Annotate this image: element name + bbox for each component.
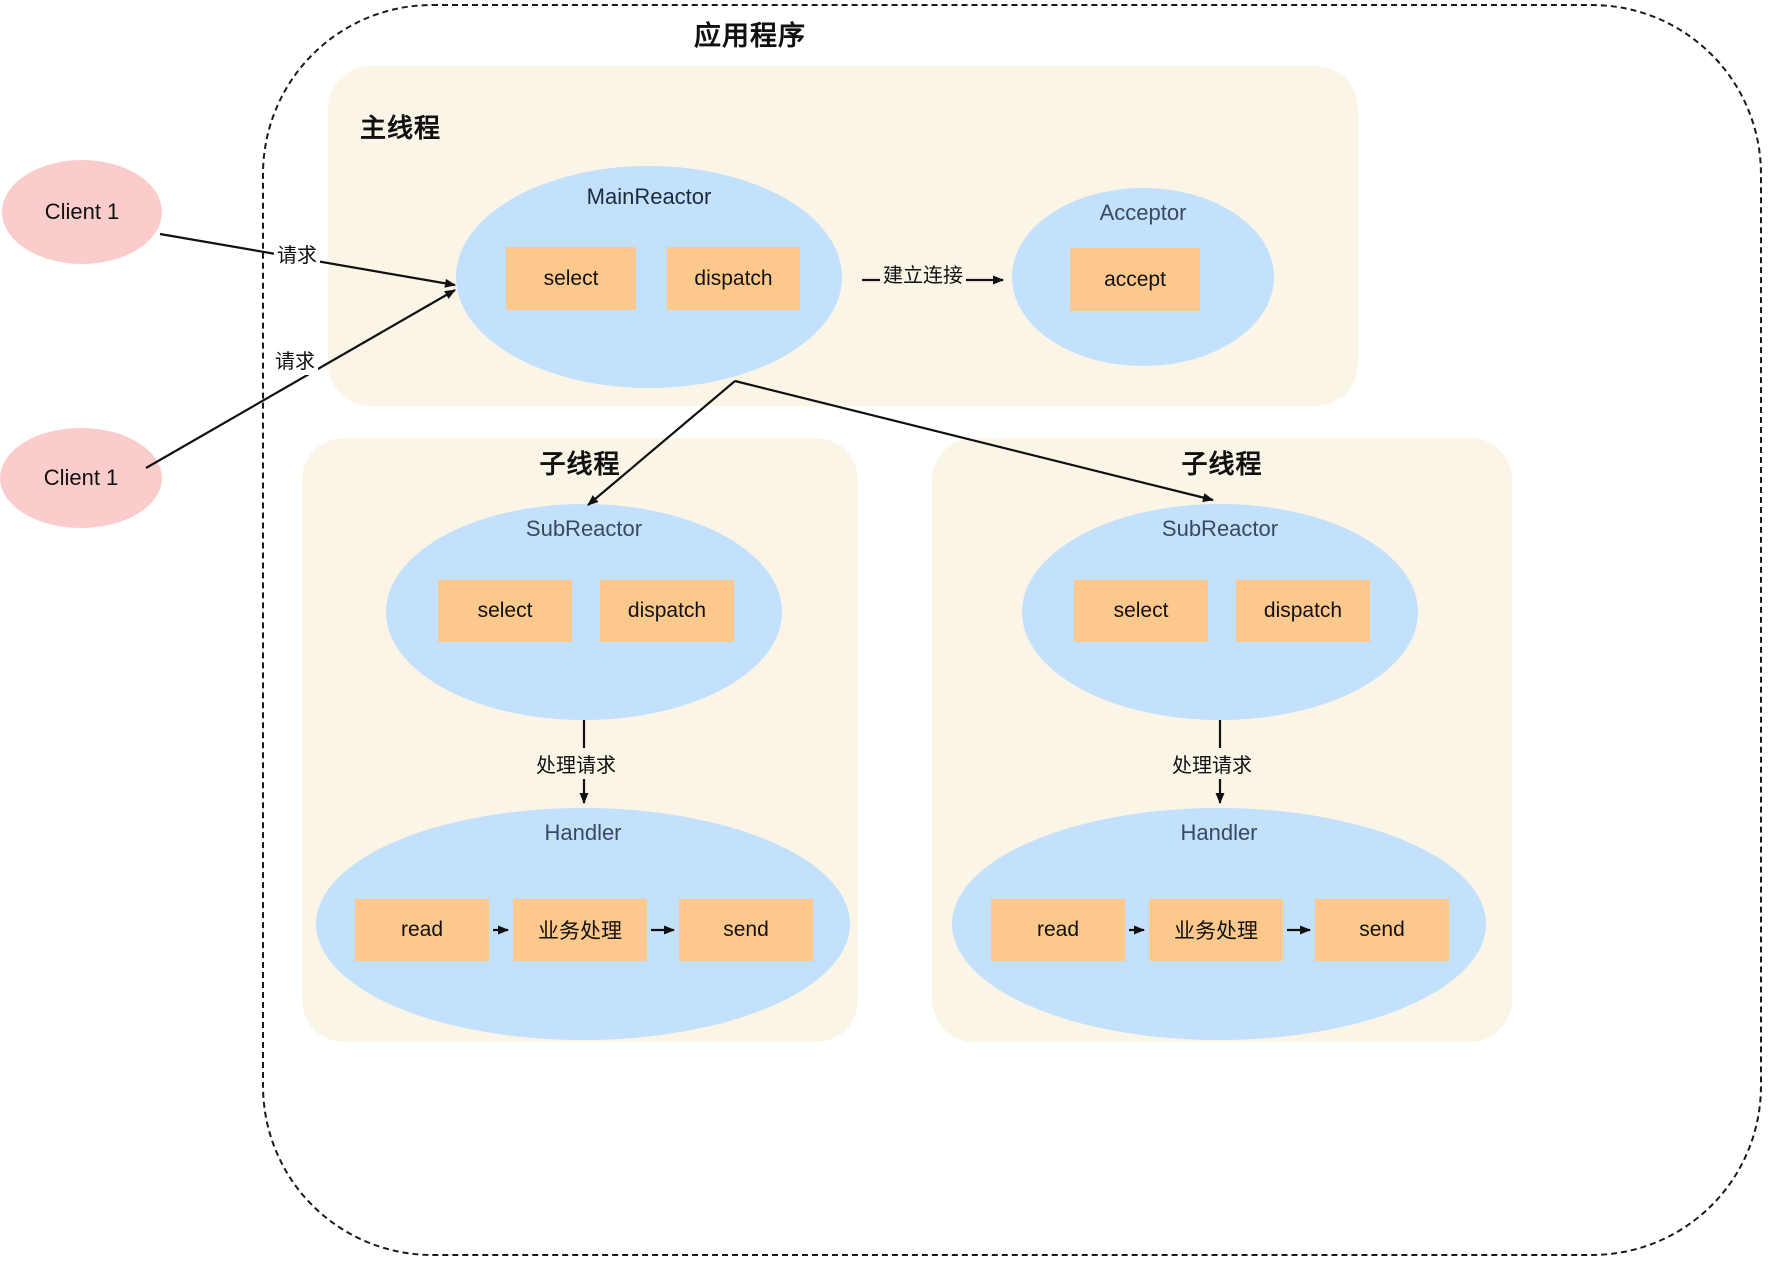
edge-label-request-2: 请求 — [272, 344, 318, 375]
main-thread-title: 主线程 — [360, 113, 442, 143]
application-title: 应用程序 — [694, 21, 806, 51]
client-node-1[interactable]: Client 1 — [2, 160, 162, 264]
edge-label-handle-request-2: 处理请求 — [1169, 748, 1255, 779]
handler-2-send-box[interactable]: send — [1315, 899, 1449, 961]
client-node-2[interactable]: Client 1 — [0, 428, 162, 528]
acceptor-accept-box[interactable]: accept — [1070, 248, 1200, 311]
sub-reactor-1-dispatch-box[interactable]: dispatch — [600, 580, 734, 642]
sub-thread-title-2: 子线程 — [1181, 449, 1263, 479]
handler-1-send-box[interactable]: send — [679, 899, 813, 961]
main-reactor-select-box[interactable]: select — [506, 247, 636, 310]
sub-reactor-2-dispatch-box[interactable]: dispatch — [1236, 580, 1370, 642]
edge-label-establish-connection: 建立连接 — [880, 258, 966, 289]
sub-reactor-1-select-box[interactable]: select — [438, 580, 572, 642]
handler-1-read-box[interactable]: read — [355, 899, 489, 961]
edge-label-request-1: 请求 — [274, 238, 320, 269]
main-reactor-dispatch-box[interactable]: dispatch — [667, 247, 800, 310]
sub-reactor-2-select-box[interactable]: select — [1074, 580, 1208, 642]
handler-2-read-box[interactable]: read — [991, 899, 1125, 961]
handler-2-business-box[interactable]: 业务处理 — [1149, 899, 1283, 961]
handler-1-business-box[interactable]: 业务处理 — [513, 899, 647, 961]
edge-label-handle-request-1: 处理请求 — [533, 748, 619, 779]
application-boundary — [262, 4, 1762, 1256]
